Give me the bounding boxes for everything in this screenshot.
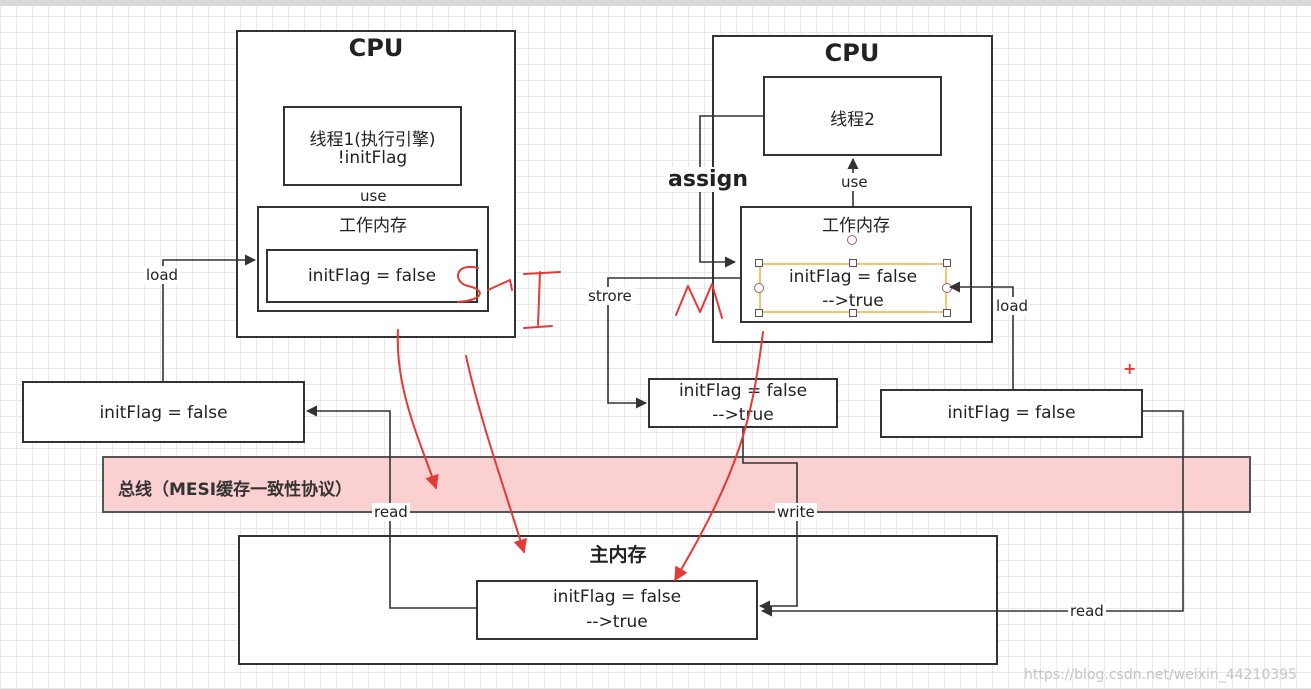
ink-zigzag <box>487 279 513 291</box>
rotate-handle[interactable] <box>847 235 857 245</box>
use-left-label: use <box>358 187 389 205</box>
thread1-line2: !initFlag <box>337 148 408 168</box>
read-left-label: read <box>372 503 410 521</box>
resize-handle[interactable] <box>849 259 857 267</box>
ink-arrow-left-2 <box>465 355 528 554</box>
middle-cache-line2: -->true <box>712 405 774 425</box>
right-cache-box <box>880 389 1143 438</box>
read-right-label: read <box>1068 602 1106 620</box>
main-memory-var-box <box>476 580 758 640</box>
thread1-box <box>283 106 462 186</box>
resize-handle[interactable] <box>943 259 951 267</box>
top-bar <box>0 0 1311 6</box>
middle-cache-line1: initFlag = false <box>678 381 808 401</box>
left-cache-text: initFlag = false <box>99 403 228 423</box>
resize-handle[interactable] <box>849 309 857 317</box>
assign-label: assign <box>666 167 750 192</box>
middle-cache-box <box>648 378 838 428</box>
main-memory-var-line2: -->true <box>586 612 648 632</box>
work-memory-right-title: 工作内存 <box>822 216 890 236</box>
plus-mark: + <box>1123 359 1137 378</box>
load-left-arrow <box>162 254 257 381</box>
load-right-label: load <box>994 297 1031 315</box>
thread1-line1: 线程1(执行引擎) <box>309 130 436 150</box>
use-right-label: use <box>839 173 870 191</box>
thread2-label: 线程2 <box>830 110 875 130</box>
read-right-arrow <box>760 410 1184 617</box>
work-memory-right-var-line2: -->true <box>822 291 884 311</box>
ink-i-mark <box>523 271 561 329</box>
work-memory-left-title: 工作内存 <box>339 216 407 236</box>
left-cache-box <box>22 381 305 443</box>
strore-label: strore <box>586 287 634 305</box>
resize-handle[interactable] <box>755 309 763 317</box>
resize-handle[interactable] <box>755 259 763 267</box>
ink-arrow-left-1 <box>396 329 439 490</box>
right-cache-text: initFlag = false <box>947 403 1076 423</box>
resize-handle[interactable] <box>943 309 951 317</box>
work-memory-left-var: initFlag = false <box>307 266 437 286</box>
write-arrow <box>742 428 798 612</box>
main-memory-var-line1: initFlag = false <box>552 587 682 607</box>
ink-arrow-right <box>674 331 764 582</box>
work-memory-right-var-line1: initFlag = false <box>788 267 918 287</box>
main-memory-title: 主内存 <box>589 544 647 566</box>
cpu-right-title: CPU <box>824 39 880 67</box>
cpu-left-title: CPU <box>348 34 404 62</box>
connection-point[interactable] <box>754 283 764 293</box>
ink-s-mark <box>457 265 481 303</box>
thread2-box <box>763 76 942 156</box>
bus-bar: 总线（MESI缓存一致性协议） <box>102 456 1251 513</box>
strore-arrow <box>607 277 740 409</box>
ink-m-mark <box>675 283 723 319</box>
watermark: https://blog.csdn.net/weixin_44210395 <box>1023 667 1297 683</box>
bus-label: 总线（MESI缓存一致性协议） <box>118 480 353 500</box>
write-label: write <box>775 503 817 521</box>
work-memory-left-var-box <box>266 249 478 303</box>
load-left-label: load <box>144 266 181 284</box>
load-right-arrow <box>948 281 1014 389</box>
